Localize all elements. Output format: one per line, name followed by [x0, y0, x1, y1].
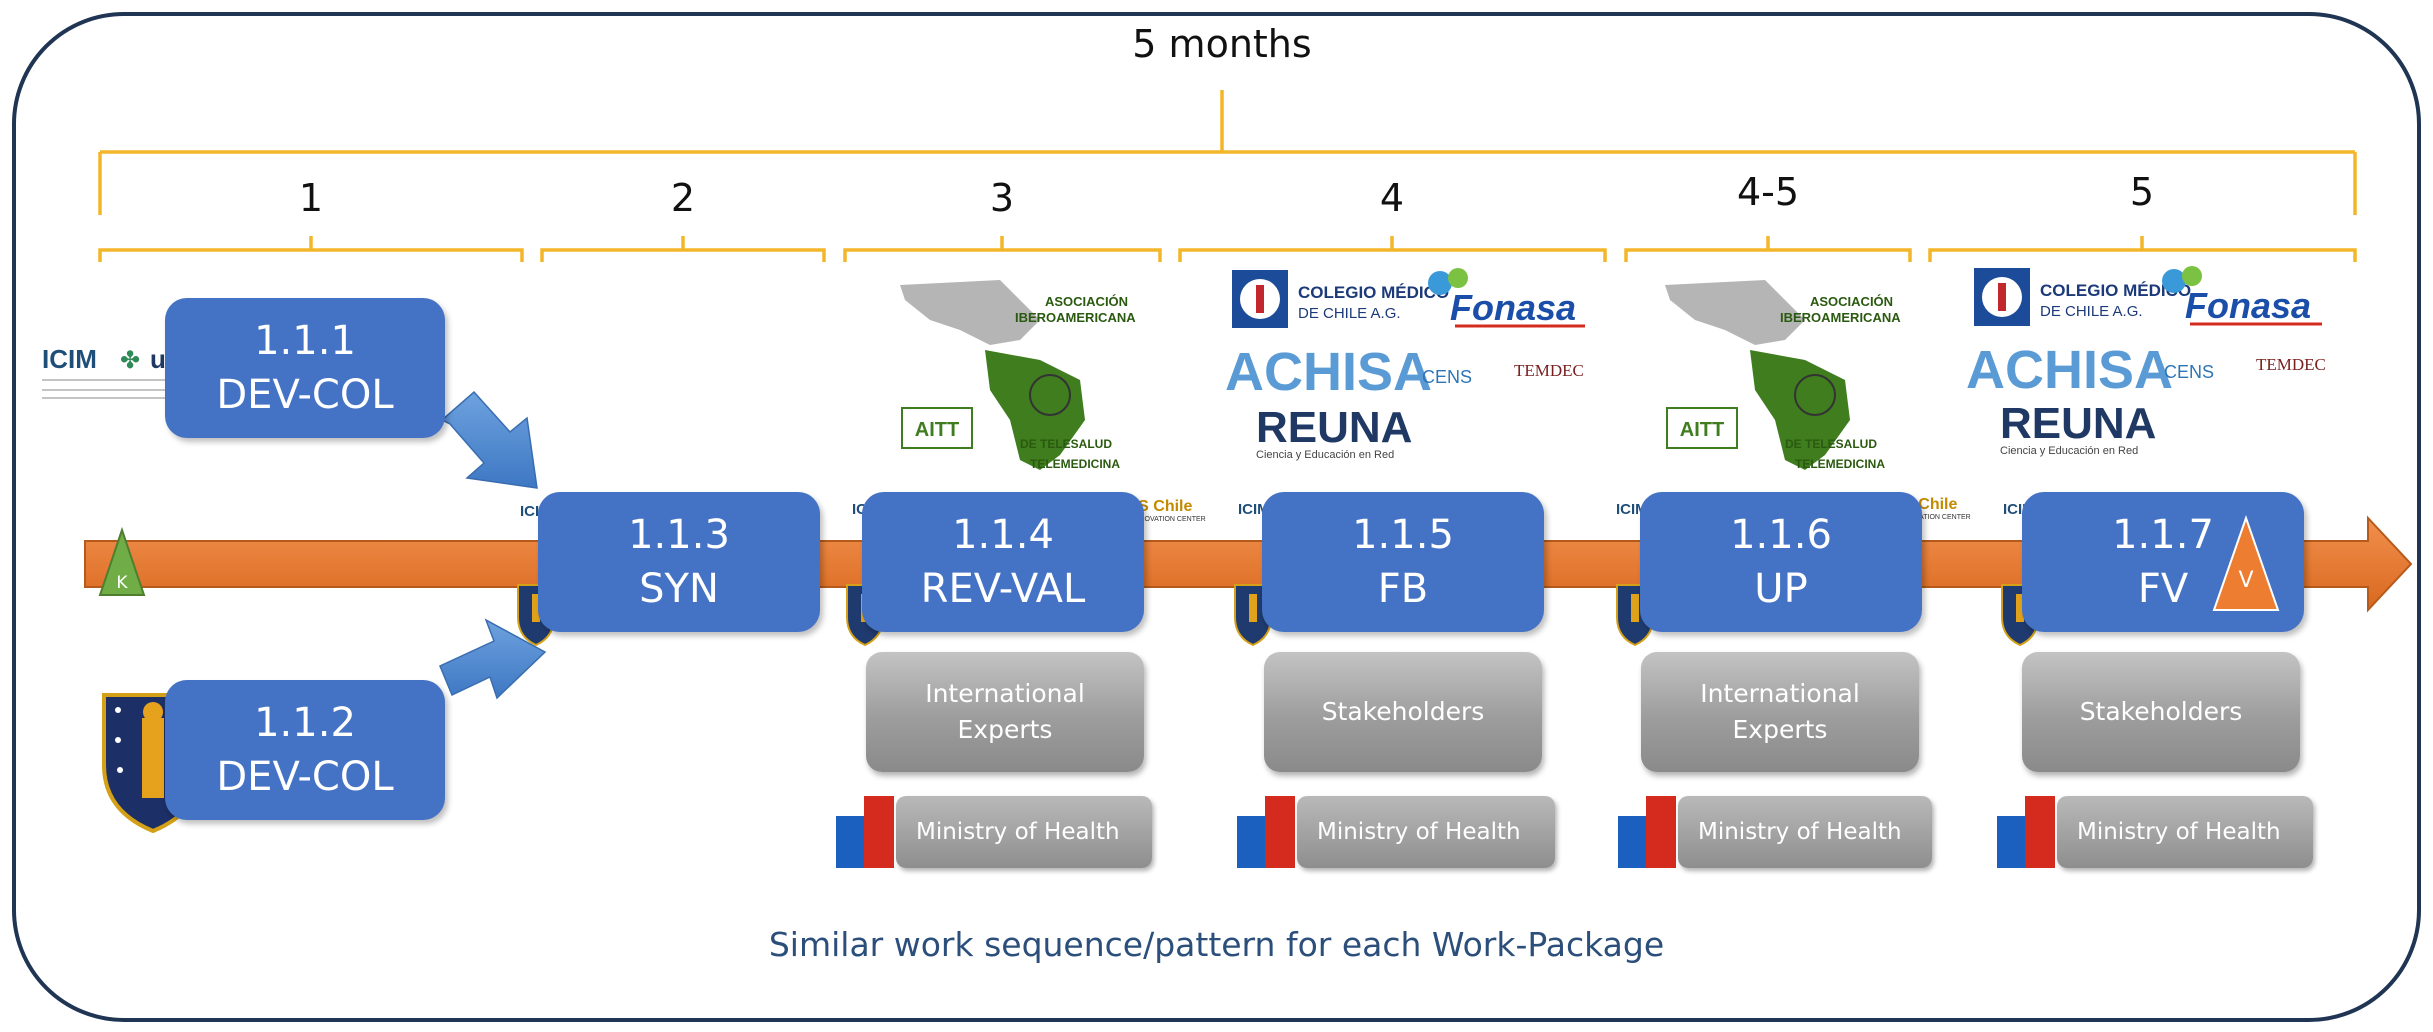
step-box-1-1-7: 1.1.7 FV — [2022, 492, 2304, 632]
chile-ministry-flag-icon — [1618, 796, 1676, 868]
step-name: FB — [1377, 566, 1429, 612]
group-box-international-experts: International Experts — [1641, 652, 1919, 772]
end-marker — [2212, 514, 2280, 611]
svg-text:IBEROAMERICANA: IBEROAMERICANA — [1015, 310, 1136, 325]
svg-text:DE TELESALUD: DE TELESALUD — [1020, 437, 1112, 451]
outer-frame — [12, 12, 2421, 1022]
svg-text:Ciencia y Educación en Red: Ciencia y Educación en Red — [2000, 445, 2138, 457]
stakeholder-logos: COLEGIO MÉDICO DE CHILE A.G. Fonasa ACHI… — [1966, 266, 2326, 457]
stakeholder-logos: COLEGIO MÉDICO DE CHILE A.G. Fonasa ACHI… — [1225, 268, 1585, 461]
ministry-label: Ministry of Health — [916, 819, 1120, 845]
svg-text:Ciencia y Educación en Red: Ciencia y Educación en Red — [1256, 449, 1394, 461]
step-code: 1.1.3 — [628, 512, 730, 558]
latam-telehealth-map-logo: ASOCIACIÓN IBEROAMERICANA AITT DE TELESA… — [896, 276, 1136, 472]
svg-text:CENS: CENS — [1422, 367, 1472, 387]
step-code: 1.1.7 — [2112, 512, 2214, 558]
ministry-label: Ministry of Health — [2077, 819, 2281, 845]
phase-label: 2 — [670, 176, 696, 220]
start-marker — [98, 526, 146, 596]
chile-ministry-flag-icon — [836, 796, 894, 868]
svg-text:ACHISA: ACHISA — [1225, 342, 1432, 402]
phase-brackets — [98, 236, 2357, 262]
svg-text:ACHISA: ACHISA — [1966, 340, 2173, 400]
svg-text:REUNA: REUNA — [1256, 403, 1412, 452]
step-code: 1.1.4 — [952, 512, 1054, 558]
step-name: FV — [2137, 566, 2189, 612]
group-box-international-experts: International Experts — [866, 652, 1144, 772]
phase-label: 4 — [1379, 176, 1405, 220]
group-label: International — [1700, 679, 1860, 708]
group-label: International — [925, 679, 1085, 708]
start-marker-label: K — [116, 573, 128, 593]
group-label: Experts — [1732, 715, 1828, 744]
svg-text:REUNA: REUNA — [2000, 399, 2156, 448]
svg-text:AITT: AITT — [1680, 419, 1724, 441]
svg-text:COLEGIO MÉDICO: COLEGIO MÉDICO — [2040, 281, 2191, 300]
svg-text:COLEGIO MÉDICO: COLEGIO MÉDICO — [1298, 283, 1449, 302]
step-name: DEV-COL — [216, 754, 394, 800]
svg-text:Fonasa: Fonasa — [1450, 287, 1576, 328]
step-name: UP — [1754, 566, 1808, 612]
step-box-1-1-4: 1.1.4 REV-VAL — [862, 492, 1144, 632]
svg-text:Fonasa: Fonasa — [2185, 285, 2311, 326]
step-name: SYN — [639, 566, 719, 612]
step-code: 1.1.6 — [1730, 512, 1832, 558]
flow-arrow-top — [440, 390, 538, 489]
step-name: REV-VAL — [920, 566, 1086, 612]
svg-text:DE CHILE A.G.: DE CHILE A.G. — [2040, 303, 2143, 320]
group-label: Stakeholders — [2079, 697, 2243, 726]
chile-ministry-flag-icon — [1997, 796, 2055, 868]
duration-bracket — [98, 90, 2357, 215]
ministry-label: Ministry of Health — [1317, 819, 1521, 845]
flow-arrow-bottom — [439, 618, 547, 700]
step-name: DEV-COL — [216, 372, 394, 418]
icim-udd-logo: ICIM ✤ udd — [40, 335, 200, 405]
svg-text:✤: ✤ — [120, 346, 140, 374]
svg-text:ICIM: ICIM — [1238, 501, 1270, 518]
footer-caption: Similar work sequence/pattern for each W… — [768, 925, 1665, 964]
svg-text:DE CHILE A.G.: DE CHILE A.G. — [1298, 305, 1401, 322]
ministry-of-health-box: Ministry of Health — [1678, 796, 1932, 868]
step-box-1-1-2: 1.1.2 DEV-COL — [165, 680, 445, 820]
svg-text:DE TELESALUD: DE TELESALUD — [1785, 437, 1877, 451]
phase-label: 1 — [298, 176, 324, 220]
svg-text:TELEMEDICINA: TELEMEDICINA — [1795, 457, 1885, 471]
ministry-of-health-box: Ministry of Health — [1297, 796, 1555, 868]
ministry-of-health-box: Ministry of Health — [2057, 796, 2313, 868]
chile-ministry-flag-icon — [1237, 796, 1295, 868]
group-box-stakeholders: Stakeholders — [2022, 652, 2300, 772]
end-marker-label: V — [2238, 568, 2254, 593]
ministry-label: Ministry of Health — [1698, 819, 1902, 845]
svg-text:ASOCIACIÓN: ASOCIACIÓN — [1810, 294, 1893, 309]
svg-text:ICIM: ICIM — [1616, 501, 1648, 518]
ministry-of-health-box: Ministry of Health — [896, 796, 1152, 868]
svg-text:IBEROAMERICANA: IBEROAMERICANA — [1780, 310, 1901, 325]
svg-text:CENS: CENS — [2164, 362, 2214, 382]
phase-label: 3 — [989, 176, 1015, 220]
phase-label: 4-5 — [1736, 170, 1800, 214]
group-box-stakeholders: Stakeholders — [1264, 652, 1542, 772]
svg-text:ASOCIACIÓN: ASOCIACIÓN — [1045, 294, 1128, 309]
step-box-1-1-5: 1.1.5 FB — [1262, 492, 1544, 632]
step-box-1-1-1: 1.1.1 DEV-COL — [165, 298, 445, 438]
step-box-1-1-6: 1.1.6 UP — [1640, 492, 1922, 632]
svg-text:ICIM: ICIM — [42, 344, 97, 374]
step-code: 1.1.2 — [254, 700, 356, 746]
svg-text:TEMDEC: TEMDEC — [2256, 355, 2326, 374]
svg-text:TEMDEC: TEMDEC — [1514, 361, 1584, 380]
svg-text:TELEMEDICINA: TELEMEDICINA — [1030, 457, 1120, 471]
group-label: Stakeholders — [1321, 697, 1485, 726]
step-code: 1.1.5 — [1352, 512, 1454, 558]
step-box-1-1-3: 1.1.3 SYN — [538, 492, 820, 632]
step-code: 1.1.1 — [254, 318, 356, 364]
phase-label: 5 — [2129, 170, 2155, 214]
svg-text:AITT: AITT — [915, 419, 959, 441]
duration-label: 5 months — [1132, 22, 1312, 66]
group-label: Experts — [957, 715, 1053, 744]
latam-telehealth-map-logo: ASOCIACIÓN IBEROAMERICANA AITT DE TELESA… — [1661, 276, 1901, 472]
